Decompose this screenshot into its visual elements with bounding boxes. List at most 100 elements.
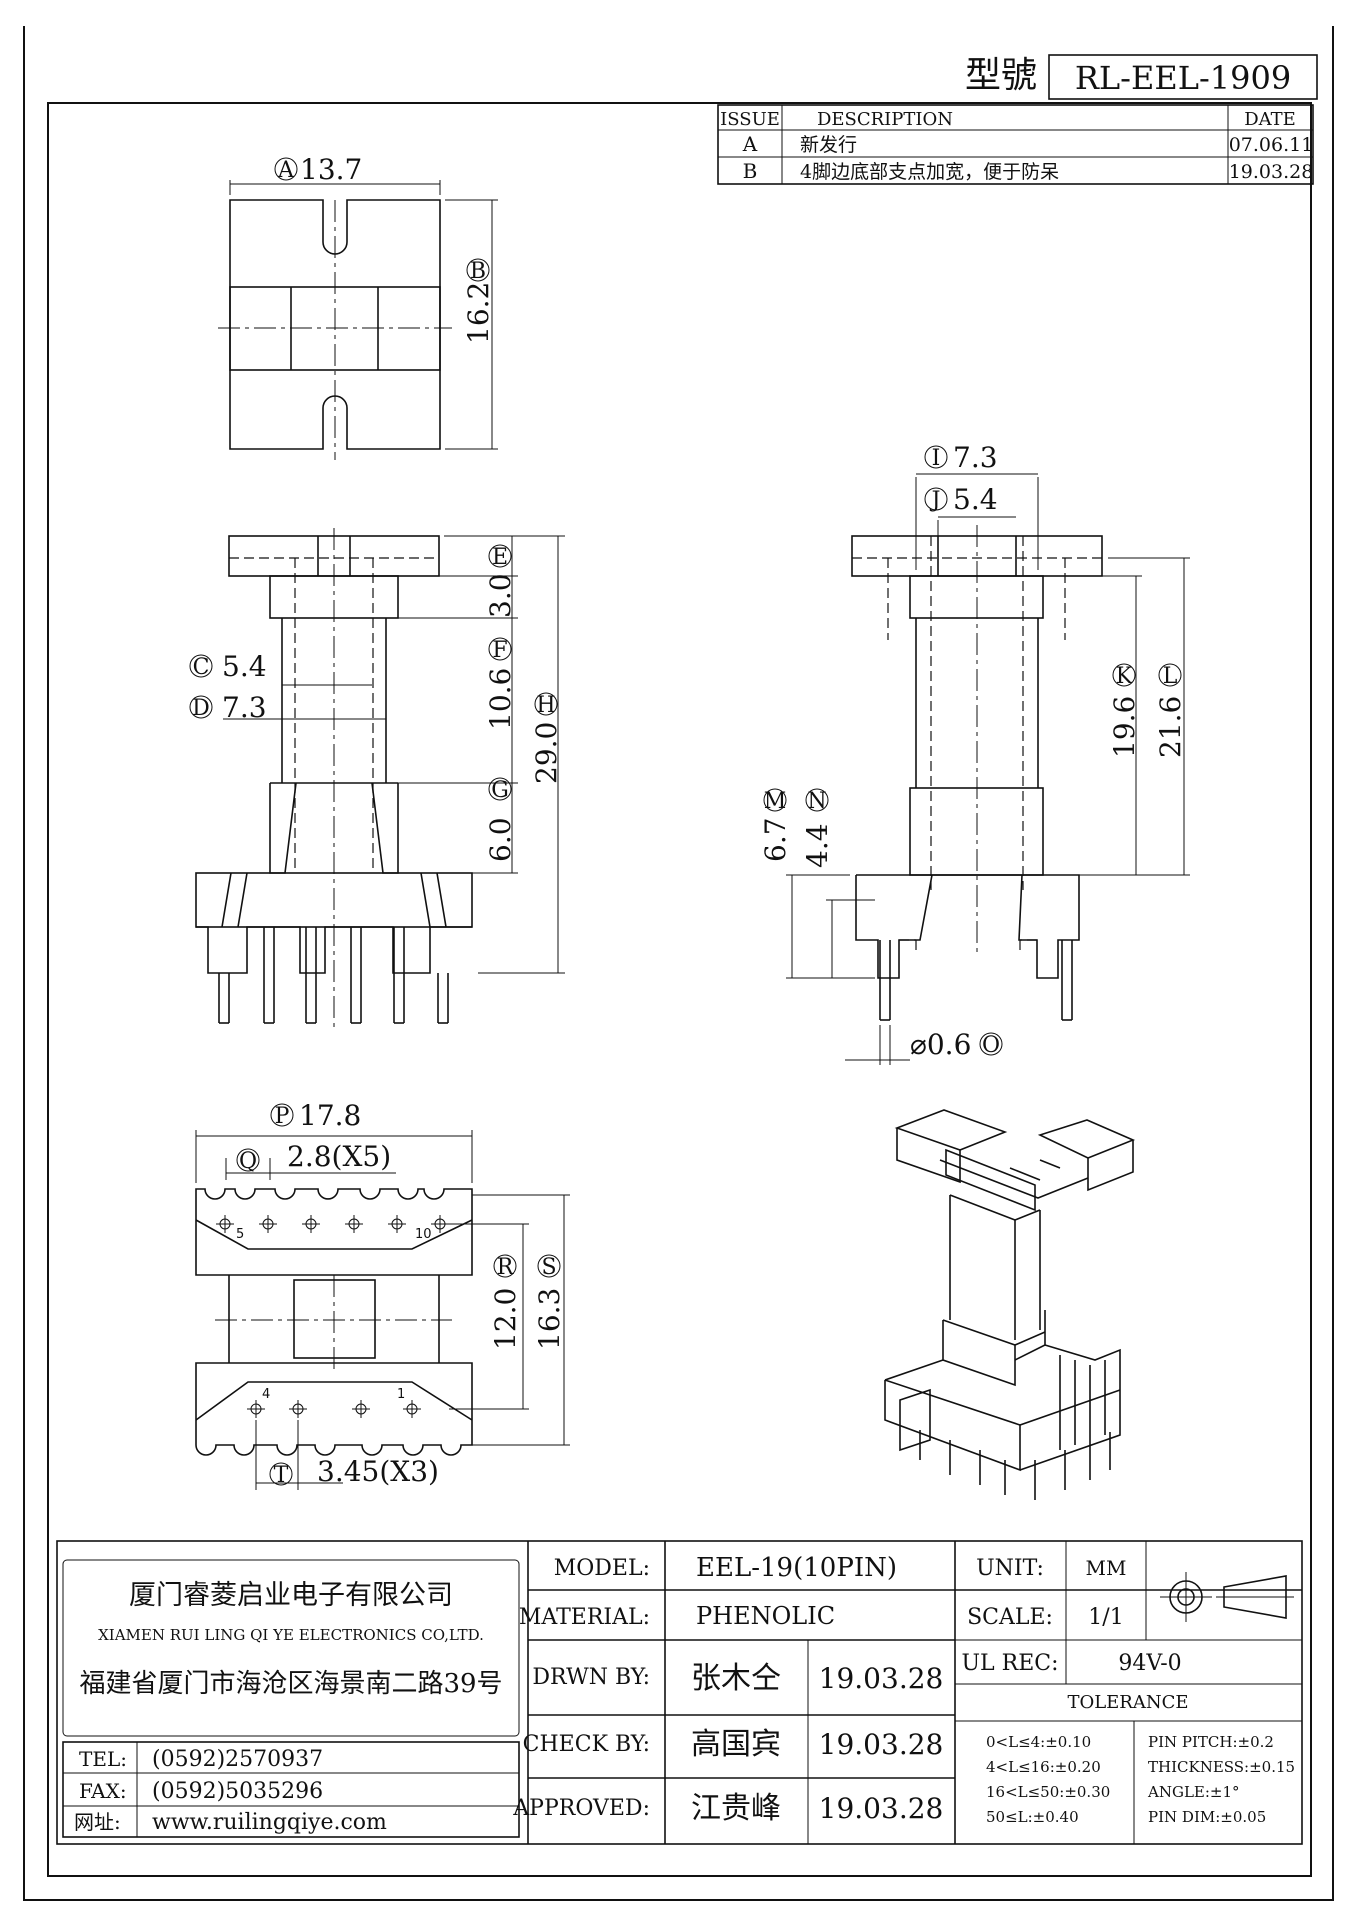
dim-q-value: 2.8(X5): [287, 1140, 391, 1173]
rev-header-description: DESCRIPTION: [817, 109, 953, 130]
dim-h-letter: H: [536, 693, 555, 718]
dim-l-letter: L: [1163, 664, 1178, 689]
scale-label: SCALE:: [967, 1605, 1053, 1630]
tol-right-4: PIN DIM:±0.05: [1148, 1808, 1266, 1826]
drawn-date: 19.03.28: [819, 1662, 944, 1695]
dim-a-letter: A: [277, 158, 295, 183]
dim-e-value: 3.0: [484, 573, 517, 618]
tolerance-title: TOLERANCE: [1067, 1692, 1188, 1713]
ul-label: UL REC:: [961, 1651, 1058, 1676]
revision-table: ISSUE DESCRIPTION DATE A 新发行 07.06.11 B …: [717, 104, 1314, 185]
drawn-label: DRWN BY:: [532, 1665, 650, 1690]
model-field-label: MODEL:: [554, 1556, 650, 1581]
fax-label: FAX:: [79, 1779, 127, 1803]
pin-1-label: 1: [397, 1387, 405, 1402]
check-label: CHECK BY:: [523, 1732, 650, 1757]
check-name: 高国宾: [691, 1727, 781, 1762]
dim-m-letter: M: [764, 789, 787, 814]
dim-r-value: 12.0: [489, 1288, 522, 1350]
dim-f-letter: F: [492, 638, 507, 663]
dim-f-value: 10.6: [484, 668, 517, 730]
unit-value: MM: [1086, 1556, 1127, 1580]
dim-c-letter: C: [193, 655, 210, 680]
dim-j-value: 5.4: [953, 483, 998, 516]
inner-frame: [47, 102, 1312, 1877]
dim-k-value: 19.6: [1108, 696, 1141, 758]
isometric-view: [884, 1109, 1136, 1500]
rev-header-date: DATE: [1244, 109, 1296, 130]
dim-j-letter: J: [930, 488, 941, 513]
dim-o-letter: O: [982, 1033, 1000, 1058]
web-value: www.ruilingqiye.com: [152, 1810, 387, 1835]
ul-value: 94V-0: [1118, 1651, 1181, 1676]
dim-n-letter: N: [807, 789, 826, 814]
rev-a-date: 07.06.11: [1229, 134, 1314, 156]
rev-a-issue: A: [742, 132, 758, 156]
tol-right-1: PIN PITCH:±0.2: [1148, 1733, 1274, 1751]
dim-g-letter: G: [491, 778, 509, 803]
tol-left-3: 16<L≤50:±0.30: [986, 1783, 1110, 1801]
dim-b-letter: B: [470, 259, 486, 284]
rev-b-description: 4脚边底部支点加宽，便于防呆: [800, 161, 1059, 183]
projection-symbol-icon: [1160, 1572, 1294, 1622]
dim-e-letter: E: [492, 545, 508, 570]
tel-value: (0592)2570937: [152, 1747, 323, 1772]
unit-label: UNIT:: [976, 1556, 1044, 1581]
rev-header-issue: ISSUE: [720, 109, 780, 130]
tol-left-4: 50≤L:±0.40: [986, 1808, 1079, 1826]
dim-i-letter: I: [932, 446, 941, 471]
dim-r-letter: R: [497, 1255, 515, 1280]
dim-c-value: 5.4: [222, 650, 267, 683]
dim-b-value: 16.2: [462, 282, 495, 344]
dim-h-value: 29.0: [530, 722, 563, 784]
dim-k-letter: K: [1116, 664, 1133, 689]
rev-b-date: 19.03.28: [1229, 161, 1314, 183]
dim-o-value: ⌀0.6: [910, 1028, 971, 1061]
dim-p-value: 17.8: [299, 1099, 361, 1132]
drawn-name: 张木仝: [691, 1661, 781, 1696]
dim-m-value: 6.7: [759, 817, 792, 862]
dim-q-letter: Q: [239, 1149, 257, 1174]
tel-label: TEL:: [79, 1747, 127, 1771]
tol-left-1: 0<L≤4:±0.10: [986, 1733, 1091, 1751]
pin-5-label: 5: [236, 1227, 244, 1242]
material-value: PHENOLIC: [696, 1602, 835, 1630]
title-block: [56, 1540, 1303, 1845]
material-label: MATERIAL:: [519, 1605, 650, 1630]
bottom-view: [195, 1130, 570, 1490]
dim-a-value: 13.7: [300, 153, 362, 186]
dim-t-letter: T: [274, 1463, 289, 1488]
dim-p-letter: P: [275, 1104, 290, 1129]
approved-date: 19.03.28: [819, 1792, 944, 1825]
outer-frame: [23, 26, 1334, 1901]
tol-right-2: THICKNESS:±0.15: [1148, 1758, 1295, 1776]
rev-a-description: 新发行: [800, 134, 857, 156]
dim-t-value: 3.45(X3): [317, 1455, 439, 1488]
dim-s-value: 16.3: [533, 1288, 566, 1350]
approved-name: 江贵峰: [691, 1791, 781, 1826]
tol-right-3: ANGLE:±1°: [1147, 1783, 1240, 1801]
company-name-en: XIAMEN RUI LING QI YE ELECTRONICS CO,LTD…: [98, 1626, 484, 1644]
company-address: 福建省厦门市海沧区海景南二路39号: [79, 1669, 502, 1699]
top-view: [218, 180, 498, 460]
model-box: [1048, 54, 1318, 100]
pin-10-label: 10: [415, 1227, 432, 1242]
dim-n-value: 4.4: [801, 823, 834, 868]
dim-d-value: 7.3: [222, 691, 267, 724]
dim-l-value: 21.6: [1154, 696, 1187, 758]
company-name-cn: 厦门睿菱启业电子有限公司: [129, 1580, 453, 1611]
tol-left-2: 4<L≤16:±0.20: [986, 1758, 1101, 1776]
dim-g-value: 6.0: [484, 817, 517, 862]
model-label: 型號: [965, 55, 1037, 96]
model-field-value: EEL-19(10PIN): [696, 1553, 897, 1583]
web-label: 网址:: [74, 1810, 121, 1834]
dim-s-letter: S: [541, 1255, 556, 1280]
front-view: [195, 528, 565, 1030]
check-date: 19.03.28: [819, 1728, 944, 1761]
dim-d-letter: D: [192, 696, 210, 721]
pin-4-label: 4: [262, 1387, 270, 1402]
model-value: RL-EEL-1909: [1075, 59, 1291, 97]
dim-i-value: 7.3: [953, 441, 998, 474]
